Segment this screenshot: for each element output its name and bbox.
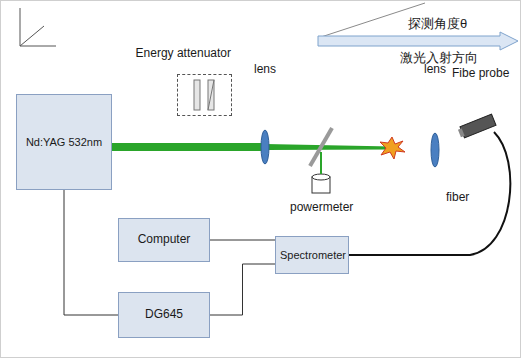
part-heading: Energy attenuator [136, 46, 231, 62]
attenuator-plate [194, 80, 200, 110]
lens-label: lens [254, 62, 276, 76]
attenuator-plates [194, 80, 214, 110]
angle-label: 探测角度θ [408, 16, 467, 32]
fiber-probe-symbol [457, 114, 496, 139]
spectrometer-box: Spectrometer [275, 236, 349, 274]
direction-label: 激光入射方向 [400, 50, 478, 66]
box-label: Nd:YAG 532nm [26, 135, 102, 149]
computer-box: Computer [118, 218, 210, 262]
fiber-probe-tip [458, 128, 465, 137]
axis-line [20, 46, 56, 47]
attenuator-box: Energy attenuator [177, 74, 232, 116]
signal-wire [210, 264, 275, 315]
lens-symbol [261, 130, 269, 164]
signal-wire [64, 190, 118, 315]
box-label: Computer [138, 232, 191, 248]
attenuator-plate [208, 80, 214, 110]
fiber-probe-body [460, 114, 496, 138]
incident-direction-arrow [318, 32, 518, 50]
lens-symbol [431, 133, 439, 167]
focused-beam [265, 144, 392, 150]
axes-icon [20, 8, 56, 46]
plasma-spark [380, 137, 405, 159]
fiber-label: fiber [446, 190, 469, 204]
attenuator-plate [208, 80, 214, 110]
signal-wire [210, 240, 275, 241]
probe-label: Fibe probe [452, 66, 509, 80]
powermeter-top [312, 174, 330, 180]
powermeter-label: powermeter [290, 200, 353, 214]
sampled-beam [320, 152, 322, 174]
powermeter-symbol [312, 152, 330, 193]
optical-fiber [346, 132, 510, 255]
delay-generator-box: DG645 [118, 292, 210, 338]
box-label: Spectrometer [280, 248, 344, 262]
axis-line [20, 8, 21, 46]
box-label: DG645 [145, 307, 183, 323]
laser-box: Nd:YAG 532nm [16, 94, 112, 190]
axis-line [20, 26, 44, 46]
laser-beam [112, 143, 265, 151]
